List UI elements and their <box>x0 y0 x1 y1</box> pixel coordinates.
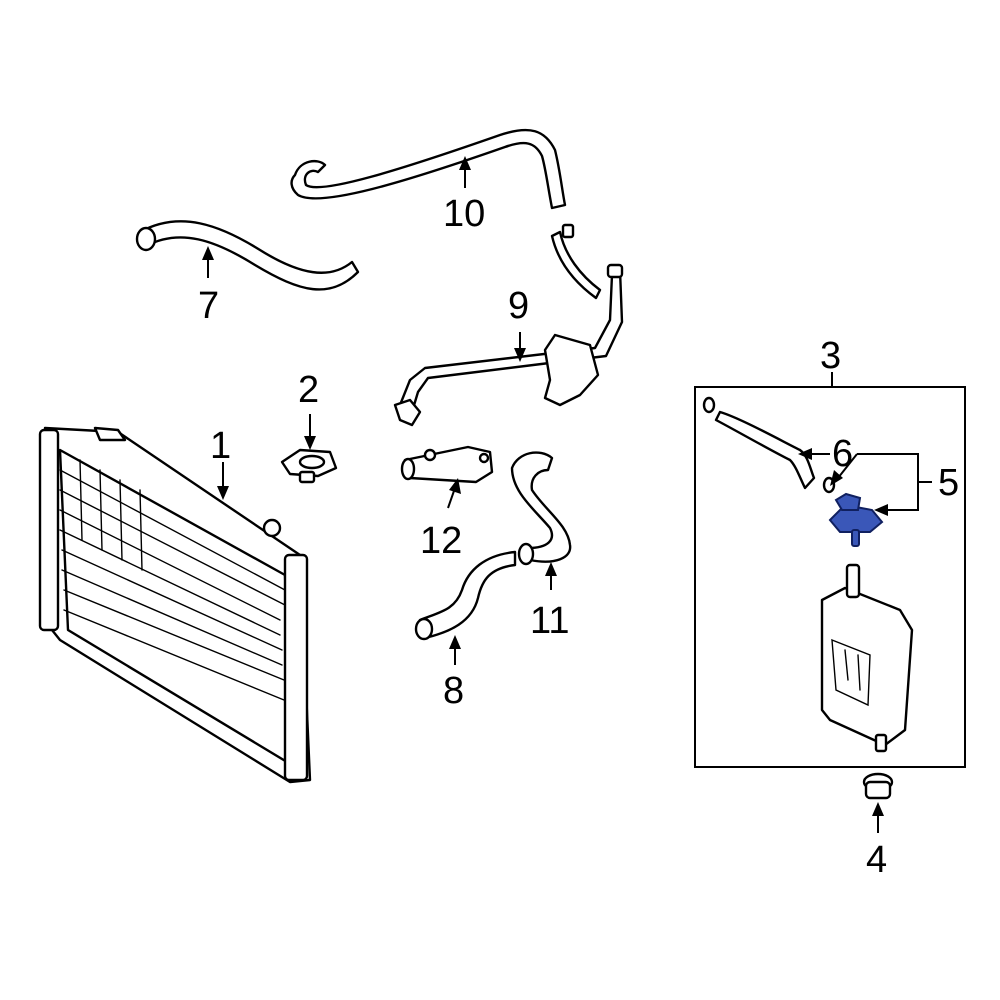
callout-11: 11 <box>530 600 569 642</box>
reservoir-group-box <box>694 386 966 768</box>
overflow-hose-part[interactable] <box>702 396 836 494</box>
callout-10: 10 <box>443 193 485 235</box>
callout-3: 3 <box>820 335 841 377</box>
leader-lines <box>202 156 932 833</box>
callout-9: 9 <box>508 285 529 327</box>
radiator-cap-part[interactable] <box>280 448 338 484</box>
callout-1: 1 <box>210 425 231 467</box>
reservoir-cap-part[interactable] <box>828 492 884 547</box>
callout-7: 7 <box>198 285 219 327</box>
callout-8: 8 <box>443 670 464 712</box>
lower-radiator-hose-part[interactable] <box>510 451 572 566</box>
callout-6: 6 <box>832 433 853 475</box>
grommet-part[interactable] <box>862 772 894 800</box>
water-outlet-part[interactable] <box>400 445 494 484</box>
upper-radiator-hose-part[interactable] <box>135 220 360 291</box>
small-coolant-hose-part[interactable] <box>414 550 517 641</box>
bypass-hose-part[interactable] <box>290 128 567 210</box>
radiator-part[interactable] <box>38 426 312 784</box>
reservoir-tank-part[interactable] <box>820 563 914 753</box>
coolant-pipe-part[interactable] <box>393 223 624 427</box>
callout-labels: 1 2 3 4 5 6 7 8 9 10 11 12 <box>198 193 959 881</box>
callout-12: 12 <box>420 520 462 562</box>
callout-4: 4 <box>866 839 887 881</box>
callout-2: 2 <box>298 369 319 411</box>
callout-5: 5 <box>938 462 959 504</box>
